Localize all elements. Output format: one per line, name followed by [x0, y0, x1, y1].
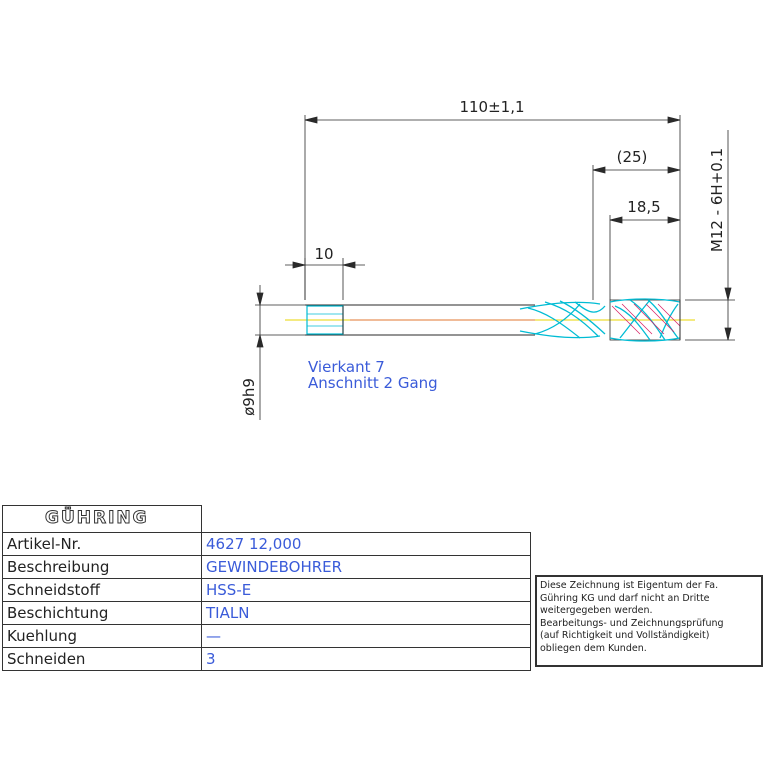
- dim-thread-spec: M12 - 6H+0.1: [708, 148, 726, 252]
- row-material: Schneidstoff HSS-E: [2, 578, 531, 602]
- disclaimer-line-6: obliegen dem Kunden.: [540, 642, 647, 654]
- value-coating: TIALN: [201, 601, 531, 625]
- note-chamfer: Anschnitt 2 Gang: [308, 374, 438, 392]
- dimension-lines: [256, 116, 732, 420]
- label-cutting-edges: Schneiden: [2, 647, 202, 671]
- disclaimer-line-4: Bearbeitungs- und Zeichnungsprüfung: [540, 617, 724, 629]
- value-cutting-edges: 3: [201, 647, 531, 671]
- flutes: [519, 300, 606, 339]
- thread-hatch: [611, 303, 681, 335]
- label-article: Artikel-Nr.: [2, 532, 202, 556]
- row-cutting-edges: Schneiden 3: [2, 647, 531, 671]
- dim-chamfer-length: 18,5: [627, 198, 660, 216]
- logo-text: GÜHRING: [45, 506, 147, 526]
- tap-tool: [285, 298, 695, 342]
- label-description: Beschreibung: [2, 555, 202, 579]
- disclaimer-line-2: Gühring KG und darf nicht an Dritte: [540, 592, 710, 604]
- label-material: Schneidstoff: [2, 578, 202, 602]
- guehring-logo: GÜHRING: [45, 506, 148, 529]
- disclaimer-line-3: weitergegeben werden.: [540, 605, 653, 616]
- row-description: Beschreibung GEWINDEBOHRER: [2, 555, 531, 579]
- value-article: 4627 12,000: [201, 532, 531, 556]
- logo-cell: GÜHRING: [2, 505, 202, 533]
- value-material: HSS-E: [201, 578, 531, 602]
- disclaimer-line-1: Diese Zeichnung ist Eigentum der Fa.: [540, 580, 719, 591]
- label-coating: Beschichtung: [2, 601, 202, 625]
- row-coating: Beschichtung TIALN: [2, 601, 531, 625]
- row-article: Artikel-Nr. 4627 12,000: [2, 532, 531, 556]
- row-cooling: Kuehlung —: [2, 624, 531, 648]
- disclaimer-box: Diese Zeichnung ist Eigentum der Fa. Güh…: [535, 575, 763, 667]
- dim-square-length: 10: [314, 245, 333, 263]
- value-description: GEWINDEBOHRER: [201, 555, 531, 579]
- disclaimer-line-5: (auf Richtigkeit und Vollständigkeit): [540, 630, 710, 641]
- dim-shank-diameter: ø9h9: [240, 378, 258, 416]
- value-cooling: —: [201, 624, 531, 648]
- note-square: Vierkant 7: [308, 358, 385, 376]
- label-cooling: Kuehlung: [2, 624, 202, 648]
- dim-thread-length: (25): [617, 148, 648, 166]
- dim-total-length: 110±1,1: [459, 98, 524, 116]
- title-block: GÜHRING Artikel-Nr. 4627 12,000 Beschrei…: [2, 505, 531, 671]
